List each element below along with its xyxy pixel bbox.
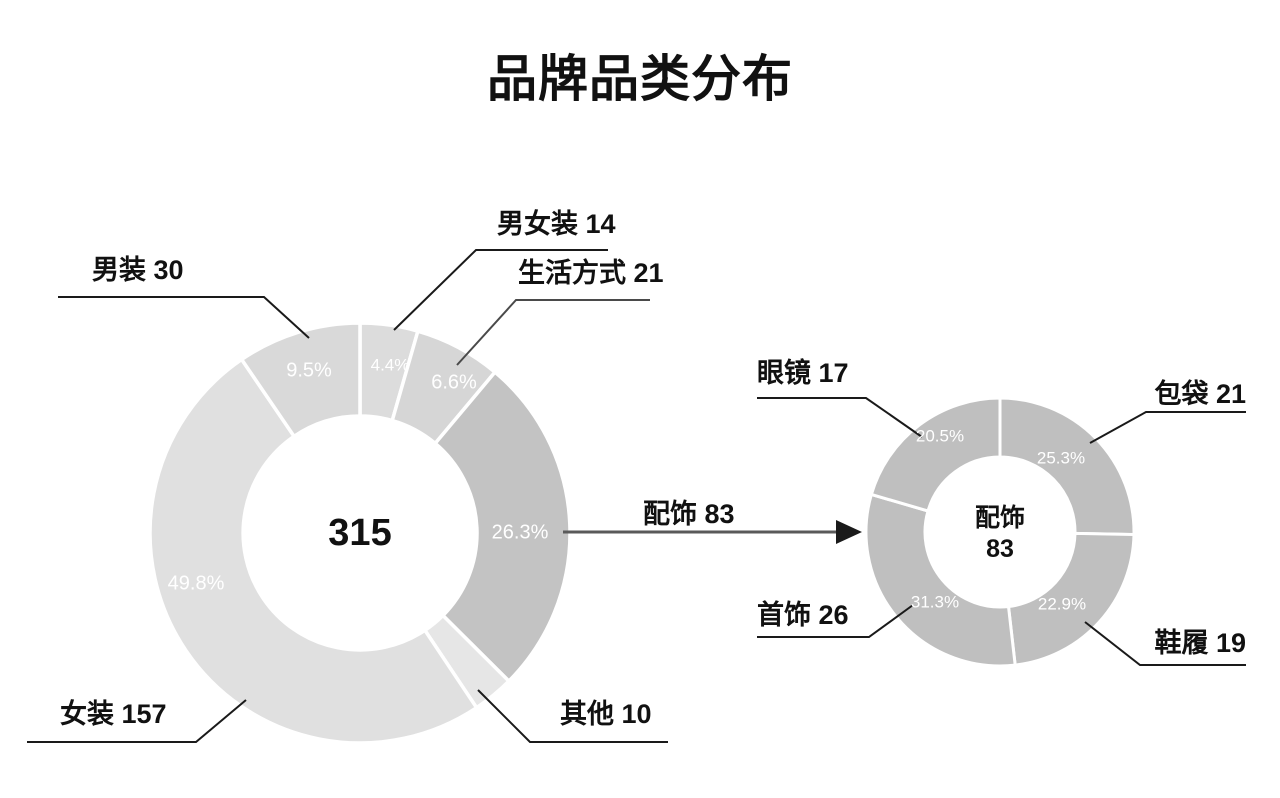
leader-jewelry (757, 604, 914, 638)
pct-unisex: 4.4% (371, 355, 410, 374)
right-center-block: 配饰 83 (900, 503, 1100, 566)
right-donut-slice-眼镜[interactable] (869, 396, 1002, 513)
callout-menswear: 男装 30 (92, 255, 184, 285)
connector-arrow (563, 520, 862, 544)
right-donut-slice-包袋[interactable] (998, 396, 1136, 537)
callout-eyewear: 眼镜 17 (757, 358, 849, 388)
pct-womenswear: 49.8% (168, 572, 225, 594)
callout-other: 其他 10 (560, 699, 652, 729)
callout-lifestyle: 生活方式 21 (518, 258, 664, 288)
arrow-label: 配饰 83 (643, 499, 735, 529)
right-percent-labels: 25.3% 22.9% 31.3% 20.5% (911, 426, 1086, 613)
leader-lifestyle (456, 299, 650, 366)
callout-womenswear: 女装 157 (60, 699, 167, 729)
left-donut-slice-男装[interactable] (239, 321, 362, 439)
pct-menswear: 9.5% (286, 359, 332, 381)
pct-lifestyle: 6.6% (431, 371, 477, 393)
callout-bags: 包袋 21 (1154, 379, 1246, 409)
callout-jewelry: 首饰 26 (757, 600, 849, 630)
left-center-value: 315 (328, 512, 392, 554)
leader-bags (1089, 411, 1246, 444)
leader-womenswear (27, 699, 247, 743)
callout-unisex: 男女装 14 (497, 209, 616, 239)
leader-menswear (58, 296, 310, 339)
left-donut-slice-配饰[interactable] (432, 369, 572, 684)
pct-footwear: 22.9% (1038, 594, 1086, 613)
page-title: 品牌品类分布 (487, 51, 793, 107)
right-donut-slice-鞋履[interactable] (1006, 531, 1136, 667)
right-donut (864, 396, 1136, 668)
left-donut (148, 321, 572, 745)
leader-footwear (1084, 621, 1246, 666)
pct-bags: 25.3% (1037, 448, 1085, 467)
leader-eyewear (757, 397, 923, 438)
right-center-name: 配饰 (974, 504, 1025, 532)
pct-eyewear: 20.5% (916, 426, 964, 445)
left-donut-slice-女装[interactable] (148, 357, 479, 745)
callout-footwear: 鞋履 19 (1154, 628, 1246, 658)
right-donut-slice-首饰[interactable] (864, 492, 1017, 668)
arrow-head (836, 520, 862, 544)
pct-jewelry: 31.3% (911, 592, 959, 611)
leader-other (477, 689, 668, 743)
right-leader-lines (757, 397, 1246, 666)
left-leader-lines (27, 249, 668, 743)
leader-unisex (393, 249, 608, 331)
right-center-value: 83 (986, 535, 1014, 564)
left-percent-labels: 9.5% 4.4% 6.6% 26.3% 49.8% (168, 355, 549, 594)
pct-accessories: 26.3% (492, 521, 549, 543)
